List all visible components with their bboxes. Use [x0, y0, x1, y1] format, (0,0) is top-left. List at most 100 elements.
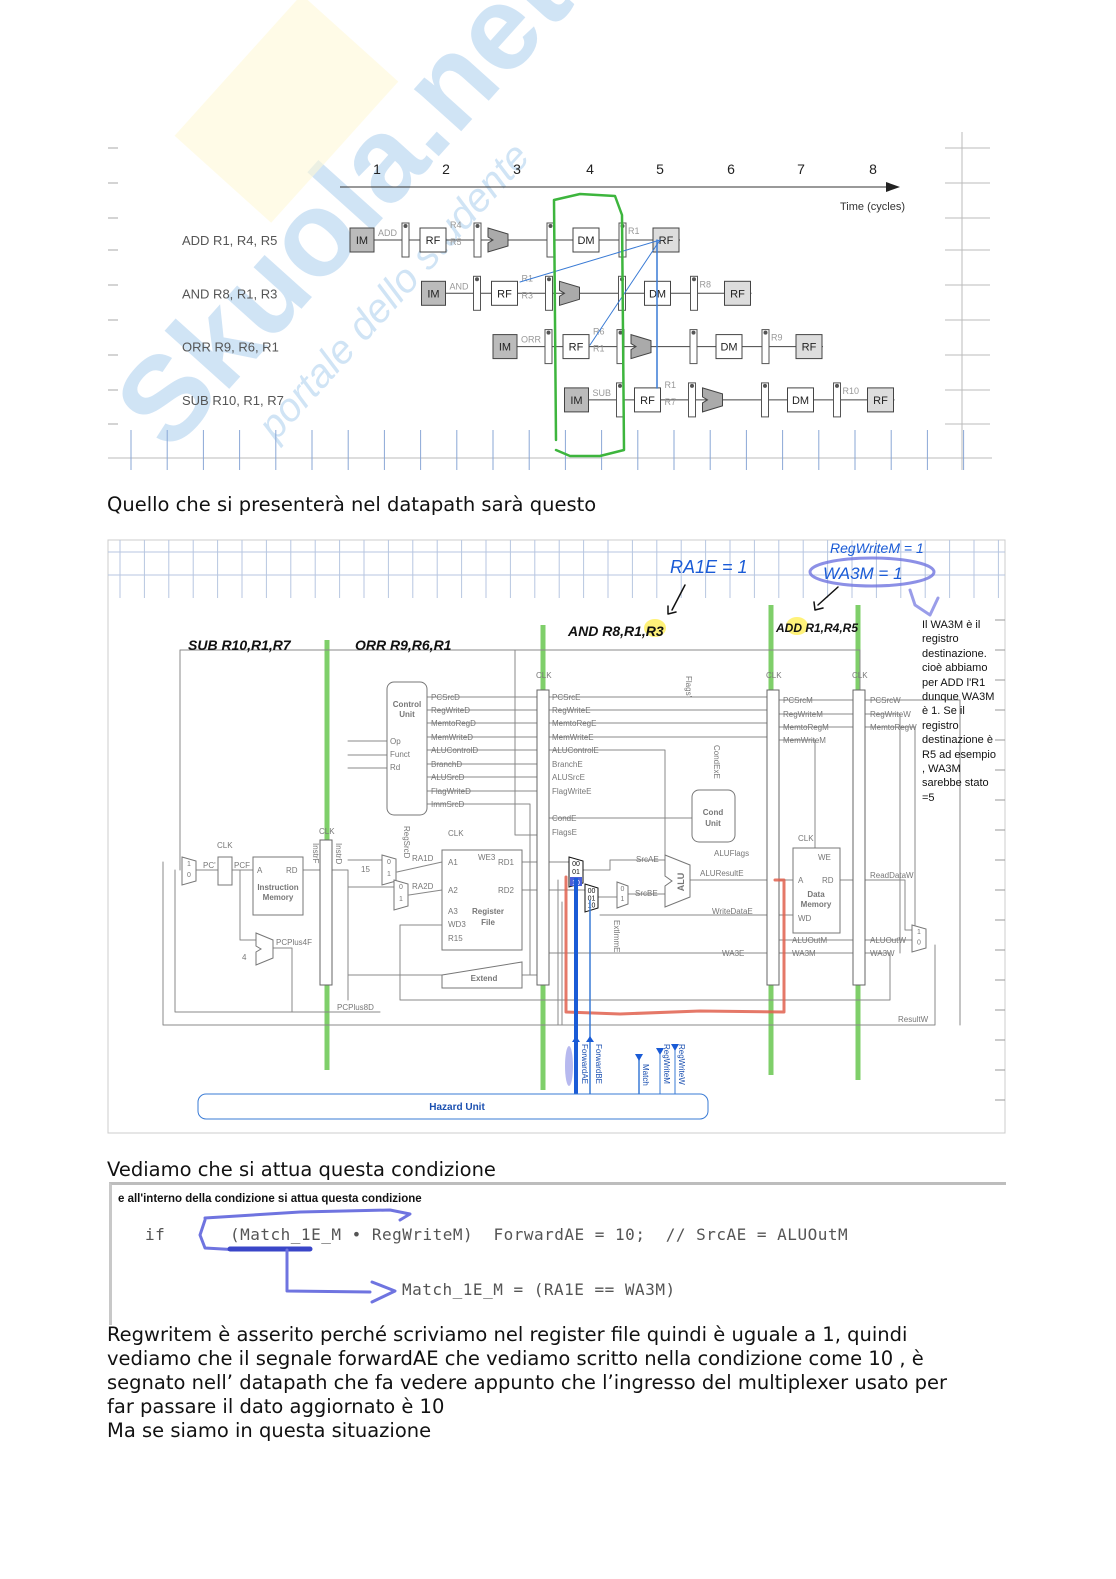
control-signal-m: MemtoRegM — [783, 723, 829, 732]
control-signal-e: MemWriteE — [552, 733, 594, 742]
clock-mark — [475, 277, 479, 282]
extend-unit — [441, 961, 523, 989]
dst-label: R9 — [771, 333, 783, 343]
clock-mark — [618, 383, 622, 388]
mux-input-label: 1 — [399, 896, 403, 903]
pcplus4-in — [239, 869, 257, 941]
hazard-signal-label: RegWriteW — [677, 1044, 686, 1085]
clock-mark — [690, 383, 694, 388]
signal-label: WD3 — [448, 920, 466, 929]
signal-label: A1 — [448, 858, 458, 867]
signal-label: WA3M — [792, 949, 816, 958]
pipeline-register — [545, 275, 553, 311]
control-signal-w: PCSrcW — [870, 696, 901, 705]
register-file-label: Register — [472, 907, 504, 916]
aluctrl-wire — [548, 749, 666, 861]
mux-input-label: 1 — [387, 871, 391, 878]
result-wire — [162, 861, 936, 1026]
cond-unit — [691, 789, 736, 843]
signal-label: A2 — [448, 886, 458, 895]
w-ctrl — [864, 713, 901, 954]
stage-dm — [787, 387, 814, 413]
signal-label: PCF — [234, 861, 250, 870]
pen-bracket — [203, 1208, 412, 1222]
pen-arrow — [817, 586, 839, 606]
ra2-mux — [393, 879, 409, 911]
signal-label: RD — [286, 866, 298, 875]
highlight-mark — [786, 617, 808, 635]
stage-im — [421, 280, 446, 306]
signal-label: ReadDataW — [870, 871, 914, 880]
pen-arrow-head — [813, 601, 824, 611]
arrow-icon — [656, 1048, 664, 1055]
control-signal-e: ALUSrcE — [552, 773, 585, 782]
code-line-1: (Match_1E_M • RegWriteM) ForwardAE = 10;… — [230, 1225, 849, 1244]
code-if: if — [145, 1225, 166, 1244]
w-ctrl — [864, 699, 961, 1026]
control-signal-d: MemtoRegD — [431, 719, 476, 728]
signal-label: A — [257, 866, 263, 875]
mux-input-label: 1 — [621, 896, 625, 903]
control-signal-e: FlagsE — [552, 828, 577, 837]
cu-out — [426, 803, 531, 976]
signal-label: SrcBE — [635, 889, 658, 898]
cycle-number: 4 — [586, 161, 594, 177]
cycle-number: 1 — [373, 161, 381, 177]
stage-im-label: IM — [570, 395, 582, 407]
result-mux — [911, 924, 927, 953]
pen-connector — [285, 1248, 372, 1294]
signal-label: PCPlus4F — [276, 938, 312, 947]
signal-label: CLK — [217, 841, 233, 850]
pen-mark — [565, 1046, 573, 1086]
condition-heading: Vediamo che si attua questa condizione — [107, 1158, 496, 1181]
stage-alu — [702, 387, 723, 413]
signal-label: WD — [798, 914, 812, 923]
stage-rf-label: RF — [873, 395, 888, 407]
paragraph-line: Regwritem è asserito perché scriviamo ne… — [107, 1323, 908, 1346]
paragraph-line: Ma se siamo in questa situazione — [107, 1419, 432, 1442]
paragraph-line: vediamo che il segnale forwardAE che ved… — [107, 1347, 924, 1370]
stage-rf-label: RF — [659, 235, 674, 247]
vertical-signal-label: InstrF — [311, 843, 320, 864]
stage-rf-label: RF — [730, 288, 745, 300]
signal-label: A3 — [448, 907, 458, 916]
vertical-signal-label: CondExE — [712, 745, 721, 779]
alu-label: ALU — [676, 873, 686, 892]
src-b-label: R1 — [593, 344, 605, 354]
control-signal-e: ALUControlE — [552, 746, 599, 755]
instruction-label: SUB R10, R1, R7 — [182, 393, 284, 408]
clock-mark — [763, 330, 768, 335]
paragraph-line: segnato nell’ datapath che fa vedere app… — [107, 1371, 947, 1394]
mux-input-label: 0 — [387, 859, 391, 866]
signal-label: WE3 — [478, 853, 496, 862]
mux-input-label: 1 — [187, 861, 191, 868]
handwritten-sub: SUB R10,R1,R7 — [188, 637, 292, 653]
arrow-icon — [572, 1036, 580, 1042]
mux-input-label: 00 — [588, 888, 596, 895]
clock-mark — [763, 383, 767, 388]
stage-dm — [572, 227, 600, 253]
instruction-label: ADD R1, R4, R5 — [182, 233, 277, 248]
stage-dm-label: DM — [720, 342, 737, 354]
pipeline-register — [401, 222, 410, 258]
instruction-memory-label: Instruction — [257, 883, 298, 892]
code-line-2: Match_1E_M = (RA1E == WA3M) — [402, 1280, 676, 1299]
pipeline-register — [852, 689, 866, 986]
cond-unit-label: Unit — [705, 819, 721, 828]
pipeline-register — [761, 382, 769, 418]
signal-label: ALUOutM — [792, 936, 827, 945]
control-signal-w: RegWriteW — [870, 710, 911, 719]
stage-rf — [634, 387, 661, 413]
instruction-label: AND R8, R1, R3 — [182, 286, 277, 301]
stage-rf-label: RF — [640, 395, 655, 407]
arrow-icon — [671, 1044, 679, 1051]
dst-label: R1 — [628, 226, 640, 236]
mux-input-label: 00 — [572, 861, 580, 868]
arrow-icon — [586, 1036, 594, 1042]
src-a-label: R1 — [665, 380, 677, 390]
signal-label: CLK — [536, 671, 552, 680]
pipeline-register — [536, 689, 550, 986]
stage-im-label: IM — [356, 235, 368, 247]
mux-input-label: 0 — [621, 886, 625, 893]
